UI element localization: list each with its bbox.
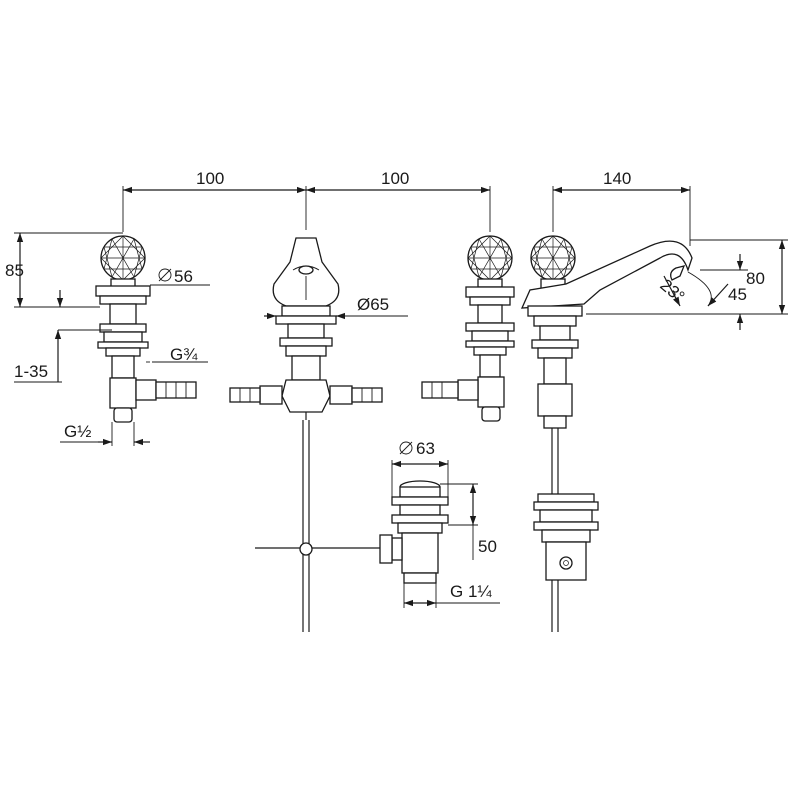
side-view-spout bbox=[520, 235, 693, 632]
dim-handle-diameter: 56 bbox=[174, 267, 193, 286]
dim-spout-base: Ø65 bbox=[357, 295, 389, 314]
popup-waste bbox=[379, 480, 449, 584]
dim-waste-diameter: 63 bbox=[416, 439, 435, 458]
left-handle-valve bbox=[95, 235, 197, 423]
dim-handle-height: 85 bbox=[5, 261, 24, 280]
right-handle-valve bbox=[421, 235, 515, 422]
dim-waste-height: 50 bbox=[478, 537, 497, 556]
dim-deck-thickness: 1-35 bbox=[14, 362, 48, 381]
dim-spacing-left: 100 bbox=[196, 169, 224, 188]
dim-swivel-angle: 23° bbox=[656, 275, 688, 306]
dim-spout-height: 80 bbox=[746, 269, 765, 288]
center-spout-body bbox=[229, 237, 383, 632]
top-dimensions bbox=[122, 186, 691, 246]
side-view-waste bbox=[533, 493, 599, 581]
dim-thread-lower: G½ bbox=[64, 422, 91, 441]
side-view-dimensions bbox=[586, 239, 788, 330]
left-handle-dimensions bbox=[14, 232, 210, 446]
dim-spout-reach: 140 bbox=[603, 169, 631, 188]
dim-spacing-right: 100 bbox=[381, 169, 409, 188]
dim-thread-upper: G¾ bbox=[170, 345, 198, 364]
dim-spout-drop: 45 bbox=[728, 285, 747, 304]
dim-waste-thread: G 1¼ bbox=[450, 582, 492, 601]
waste-dimensions bbox=[391, 441, 500, 608]
